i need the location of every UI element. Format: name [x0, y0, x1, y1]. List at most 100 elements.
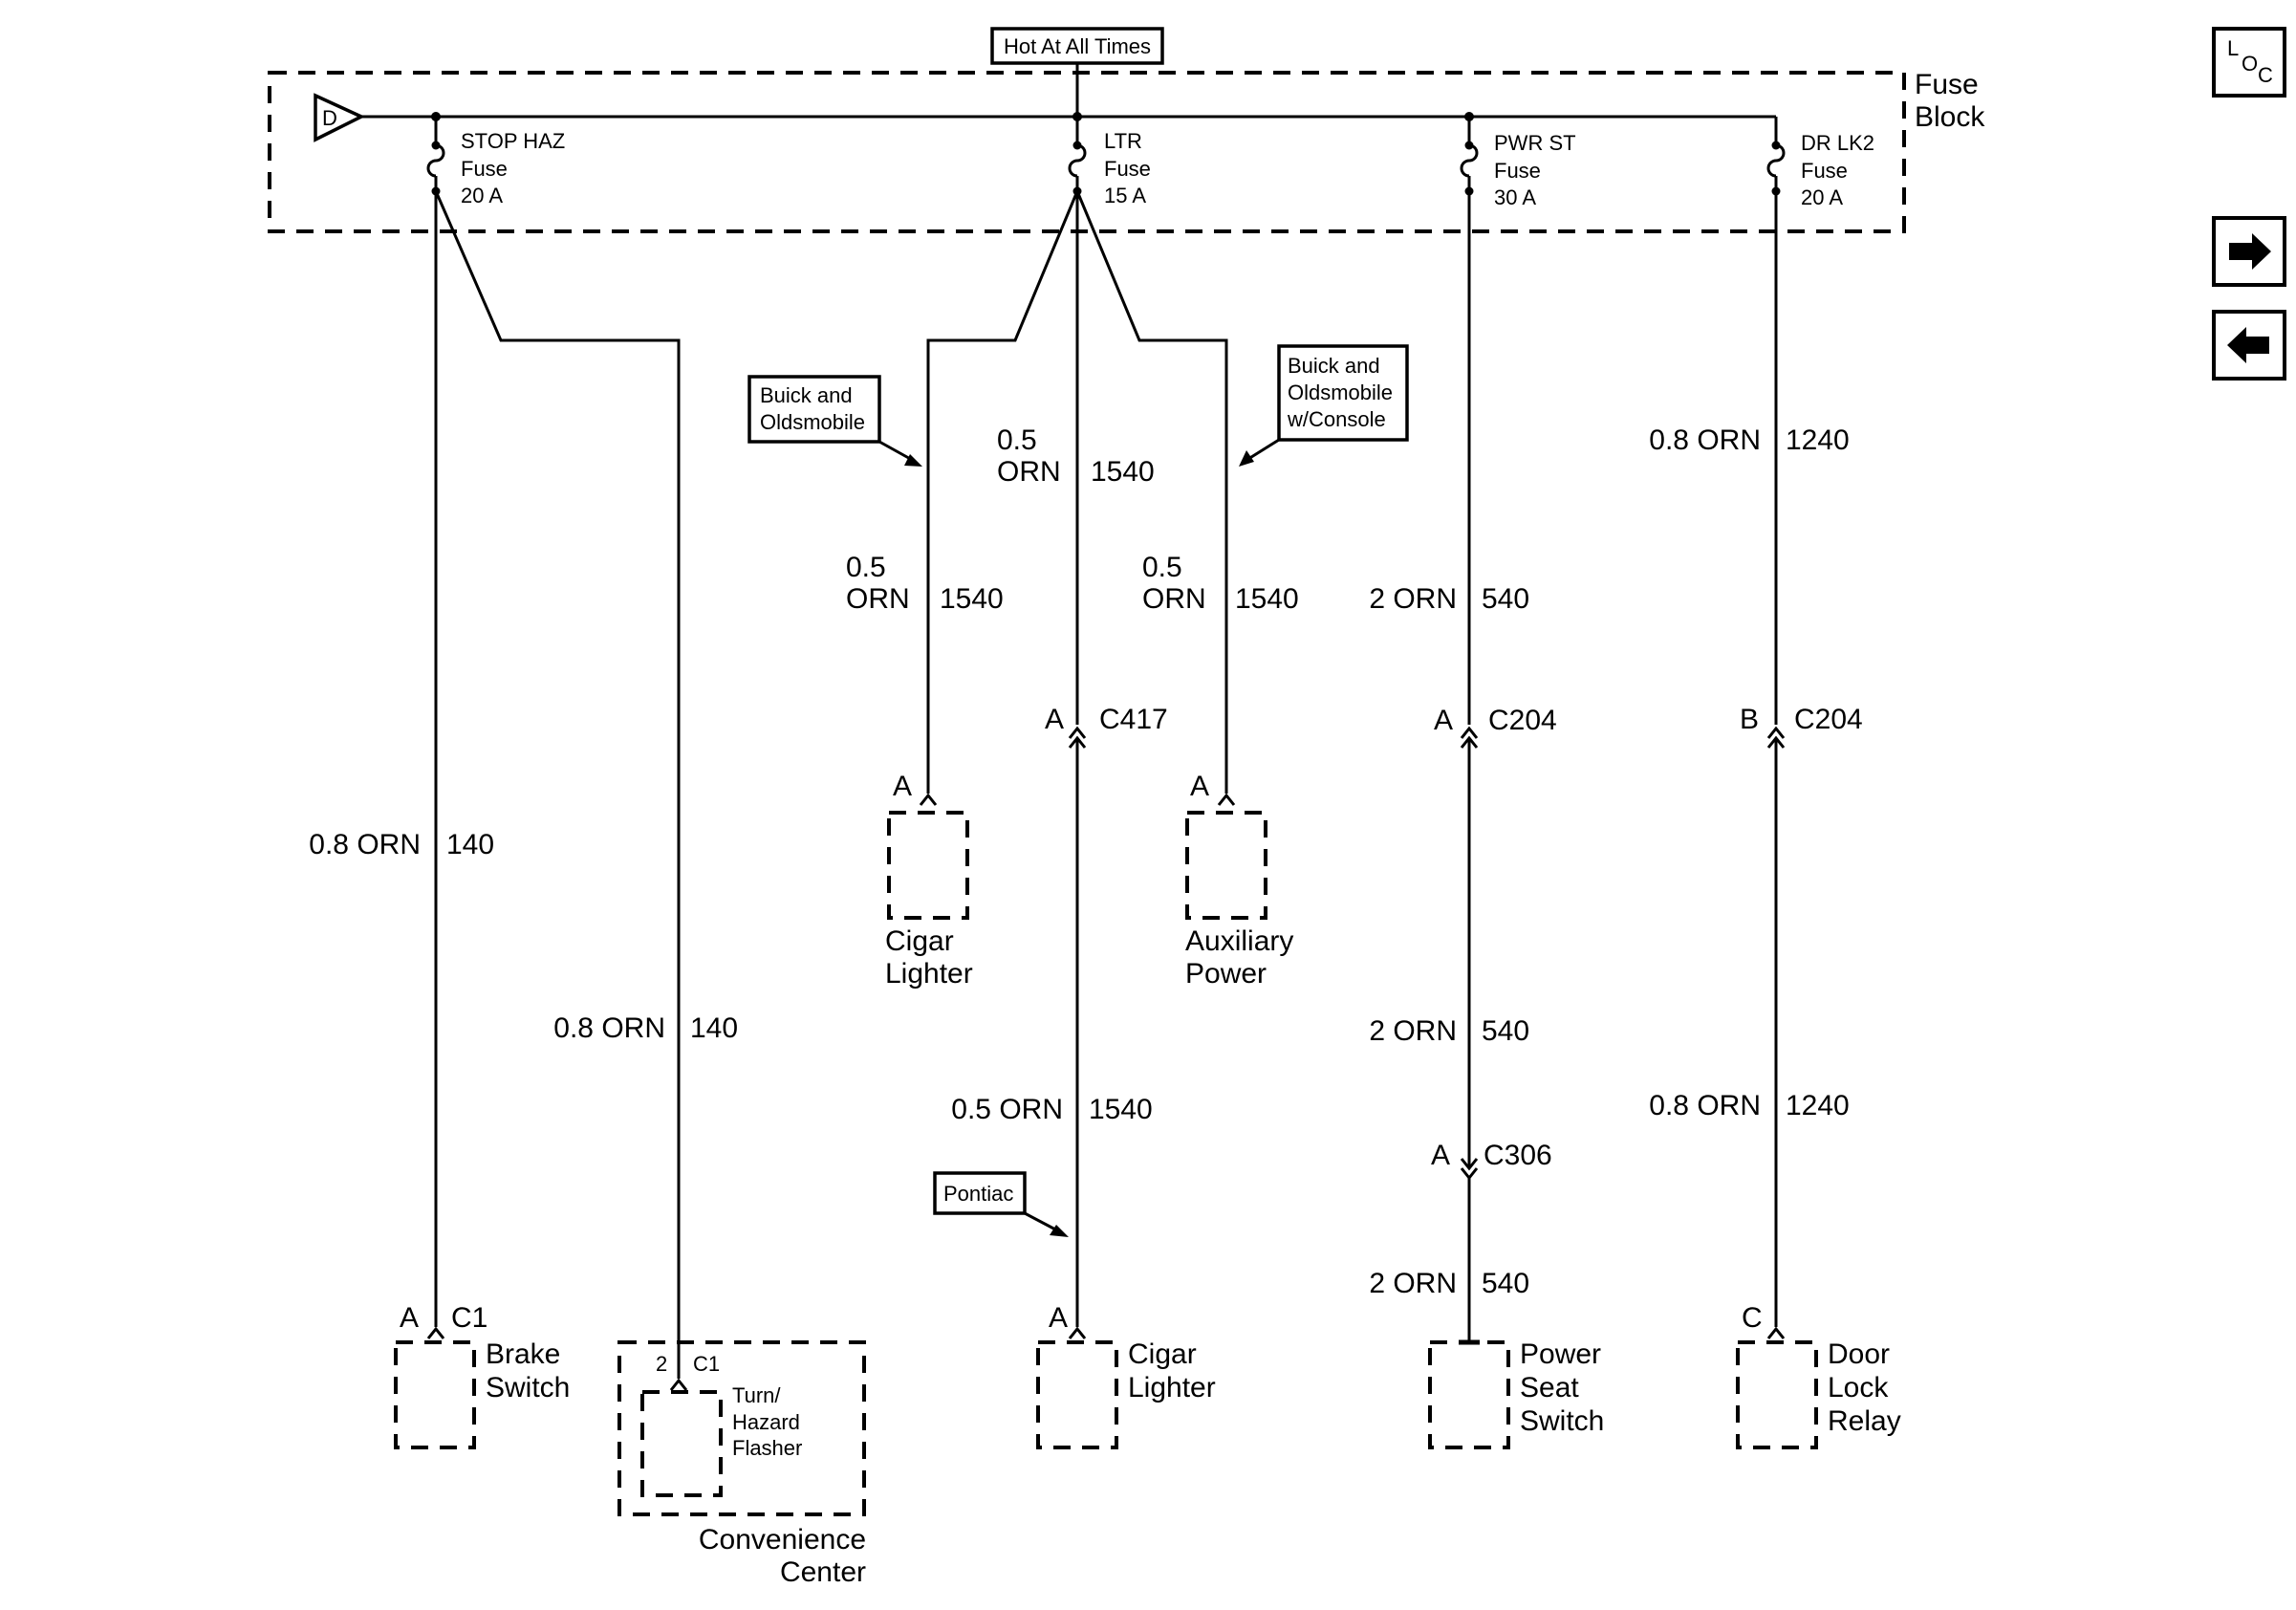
svg-text:0.5: 0.5 [1142, 552, 1182, 583]
svg-text:PWR ST: PWR ST [1494, 131, 1576, 155]
svg-text:C: C [2258, 63, 2273, 87]
svg-text:2 ORN: 2 ORN [1369, 1268, 1457, 1299]
svg-text:540: 540 [1482, 1015, 1529, 1047]
svg-text:C306: C306 [1484, 1140, 1552, 1171]
svg-text:2 ORN: 2 ORN [1369, 1015, 1457, 1047]
svg-text:Power: Power [1520, 1338, 1601, 1370]
hot-at-all-times-label: Hot At All Times [1004, 34, 1151, 58]
svg-text:Oldsmobile: Oldsmobile [760, 410, 865, 434]
wire-cigar-lighter-bo [926, 190, 1079, 794]
svg-text:1540: 1540 [1235, 583, 1299, 615]
svg-text:1540: 1540 [940, 583, 1004, 615]
component-power-seat-switch: Power Seat Switch [1428, 1338, 1604, 1449]
fuse-icon [1460, 143, 1479, 178]
svg-text:Relay: Relay [1828, 1405, 1901, 1437]
connector-c204-b: B C204 [1740, 704, 1863, 749]
svg-text:1240: 1240 [1786, 1090, 1850, 1121]
wire-aux-power [1075, 190, 1228, 794]
source-letter: D [322, 106, 337, 130]
svg-text:Flasher: Flasher [732, 1436, 802, 1460]
svg-text:w/Console: w/Console [1287, 407, 1386, 431]
fuse-ltr: LTR Fuse 15 A [1068, 112, 1151, 207]
svg-text:Convenience: Convenience [699, 1524, 866, 1556]
svg-text:0.8 ORN: 0.8 ORN [553, 1012, 665, 1044]
circuit-ltr: 0.5 ORN 1540 0.5 ORN 1540 0.5 ORN 1540 B… [747, 190, 1409, 1327]
connector-c204-a: A C204 [1434, 705, 1557, 749]
connector-c306: A C306 [1431, 1140, 1552, 1181]
fuse-icon [1068, 143, 1087, 178]
svg-text:Lighter: Lighter [885, 958, 973, 990]
svg-text:Turn/: Turn/ [732, 1383, 781, 1407]
svg-text:A: A [893, 771, 912, 802]
circuit-stop-haz: 0.8 ORN 140 0.8 ORN 140 [309, 190, 738, 1379]
svg-text:Pontiac: Pontiac [943, 1182, 1013, 1206]
svg-text:DR LK2: DR LK2 [1801, 131, 1874, 155]
svg-text:A: A [400, 1302, 419, 1334]
svg-text:Hazard: Hazard [732, 1410, 800, 1434]
svg-text:Fuse: Fuse [461, 157, 508, 181]
svg-text:Cigar: Cigar [885, 925, 954, 957]
svg-text:15 A: 15 A [1104, 184, 1146, 207]
svg-text:0.5 ORN: 0.5 ORN [951, 1094, 1063, 1125]
svg-text:Lighter: Lighter [1128, 1372, 1216, 1403]
svg-text:L: L [2227, 36, 2239, 60]
svg-text:A: A [1431, 1140, 1450, 1171]
component-convenience-center: 2 C1 Turn/ Hazard Flasher Convenience Ce… [617, 1340, 866, 1588]
svg-text:0.5: 0.5 [846, 552, 886, 583]
svg-text:0.8 ORN: 0.8 ORN [1649, 1090, 1761, 1121]
svg-text:STOP HAZ: STOP HAZ [461, 129, 565, 153]
svg-text:LTR: LTR [1104, 129, 1142, 153]
svg-text:Fuse: Fuse [1801, 159, 1848, 183]
fuse-block-label-1: Fuse [1915, 69, 1979, 100]
svg-text:O: O [2242, 52, 2258, 76]
component-cigar-lighter-bo: A Cigar Lighter [885, 771, 973, 990]
component-door-lock-relay: C Door Lock Relay [1736, 1302, 1901, 1449]
svg-text:ORN: ORN [846, 583, 910, 615]
circuit-dr-lk2: 0.8 ORN 1240 B C204 0.8 ORN 1240 [1649, 191, 1863, 1327]
svg-text:C204: C204 [1488, 705, 1557, 736]
fuse-pwr-st: PWR ST Fuse 30 A [1460, 112, 1576, 209]
svg-text:540: 540 [1482, 583, 1529, 615]
svg-text:Oldsmobile: Oldsmobile [1288, 381, 1393, 404]
svg-text:Buick and: Buick and [1288, 354, 1380, 378]
svg-text:Fuse: Fuse [1494, 159, 1541, 183]
svg-text:30 A: 30 A [1494, 185, 1536, 209]
fuse-block-label-2: Block [1915, 101, 1985, 133]
component-cigar-lighter-pontiac: A Cigar Lighter [1036, 1302, 1216, 1449]
svg-text:2: 2 [656, 1352, 667, 1376]
svg-text:1240: 1240 [1786, 424, 1850, 456]
svg-text:ORN: ORN [997, 456, 1061, 488]
svg-text:140: 140 [446, 829, 494, 860]
svg-text:2 ORN: 2 ORN [1369, 583, 1457, 615]
svg-text:1540: 1540 [1091, 456, 1155, 488]
callout-pontiac: Pontiac [933, 1171, 1069, 1237]
svg-text:Auxiliary: Auxiliary [1185, 925, 1293, 957]
svg-text:Cigar: Cigar [1128, 1338, 1197, 1370]
fuse-block-outline [268, 71, 1906, 233]
callout-buick-oldsmobile-console: Buick and Oldsmobile w/Console [1239, 344, 1409, 467]
svg-text:Brake: Brake [486, 1338, 560, 1370]
svg-text:C1: C1 [451, 1302, 487, 1334]
back-button[interactable] [2212, 310, 2286, 381]
fuse-icon [1766, 143, 1786, 178]
fuse-stop-haz: STOP HAZ Fuse 20 A [426, 112, 565, 207]
svg-text:A: A [1190, 771, 1209, 802]
svg-text:20 A: 20 A [461, 184, 503, 207]
forward-button[interactable] [2212, 216, 2286, 287]
fuse-icon [426, 143, 445, 178]
location-button[interactable]: L O C [2212, 27, 2286, 98]
source-triangle-icon [314, 93, 366, 142]
svg-text:Power: Power [1185, 958, 1267, 990]
fuse-block: Fuse Block Hot At All Times D STOP HAZ F… [268, 27, 1985, 233]
arrow-right-icon [2229, 233, 2271, 270]
svg-text:Center: Center [780, 1556, 866, 1588]
svg-text:20 A: 20 A [1801, 185, 1843, 209]
callout-buick-oldsmobile: Buick and Oldsmobile [747, 375, 922, 467]
svg-text:C417: C417 [1099, 704, 1168, 735]
svg-text:C: C [1742, 1302, 1763, 1334]
svg-text:B: B [1740, 704, 1759, 735]
svg-text:1540: 1540 [1089, 1094, 1153, 1125]
svg-text:0.5: 0.5 [997, 424, 1037, 456]
svg-text:Fuse: Fuse [1104, 157, 1151, 181]
